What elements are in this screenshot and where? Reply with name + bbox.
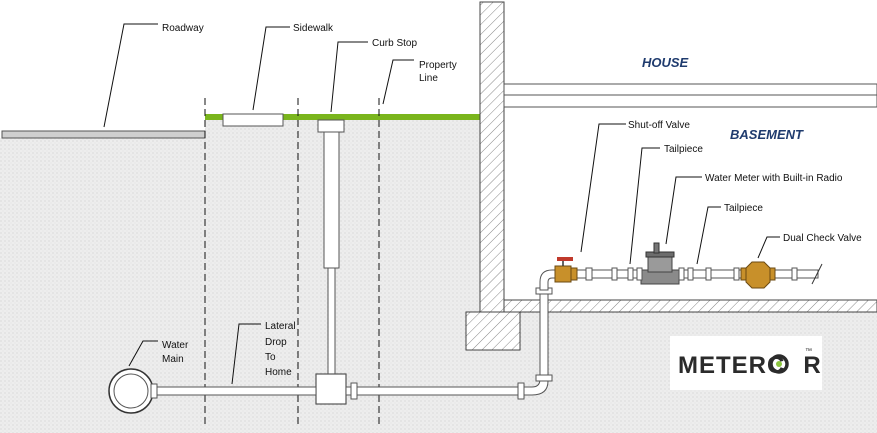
water-meter-radio <box>653 242 660 254</box>
sidewalk-slab <box>222 113 284 127</box>
basement-floor-slab <box>503 299 877 313</box>
roadway-slab <box>1 130 206 139</box>
curb-stop-rod <box>327 267 336 375</box>
pipe-coupling-2 <box>517 382 525 400</box>
tailpiece-1-fitting-b <box>627 267 634 281</box>
tailpiece-1-fitting-a <box>611 267 618 281</box>
pipe-coupling-1 <box>350 382 358 400</box>
house-pipe <box>555 269 819 279</box>
lateral-pipe-left <box>156 386 317 396</box>
tailpiece-2-fitting-b <box>705 267 712 281</box>
curb-box-lid <box>317 119 345 133</box>
riser-pipe <box>539 291 549 377</box>
label-lateral-4: Home <box>265 367 292 378</box>
label-property-line-2: Line <box>419 73 438 84</box>
floor-joist-bottom <box>503 94 877 108</box>
meter-set <box>554 242 823 289</box>
leader-tailpiece-2 <box>696 206 721 265</box>
water-main-inner <box>113 373 149 409</box>
leader-dual-check <box>757 236 780 259</box>
water-main-fitting <box>150 383 158 399</box>
label-dual-check-valve: Dual Check Valve <box>783 233 862 244</box>
valve-nut-1 <box>570 267 578 281</box>
label-shutoff-valve: Shut-off Valve <box>628 120 690 131</box>
house-structure <box>465 1 877 351</box>
label-water-main-1: Water <box>162 340 189 351</box>
elbow-top <box>539 269 557 291</box>
leader-tailpiece-1 <box>629 147 660 265</box>
pipe-break-mark <box>811 263 823 285</box>
logo-box <box>670 336 822 390</box>
label-lateral-3: To <box>265 352 276 363</box>
zone-house: HOUSE <box>642 55 689 70</box>
label-water-main-2: Main <box>162 354 184 365</box>
check-valve-nut-right <box>769 267 776 281</box>
leader-curb-stop <box>330 41 368 113</box>
shutoff-valve-handle <box>557 257 573 261</box>
shutoff-valve-body <box>554 265 572 283</box>
label-tailpiece-2: Tailpiece <box>724 203 763 214</box>
label-sidewalk: Sidewalk <box>293 23 334 34</box>
footing <box>465 311 521 351</box>
label-roadway: Roadway <box>162 23 204 34</box>
logo-o-center <box>776 361 782 367</box>
leader-shutoff-valve <box>580 123 626 253</box>
tailpiece-2-fitting-a <box>687 267 694 281</box>
logo-trademark: ™ <box>805 348 812 355</box>
meter-nut-right <box>678 267 685 281</box>
check-valve-nut-left <box>740 267 747 281</box>
label-tailpiece-1: Tailpiece <box>664 144 703 155</box>
label-water-meter: Water Meter with Built-in Radio <box>705 173 843 184</box>
foundation-wall <box>479 1 505 313</box>
leader-water-meter <box>665 176 702 245</box>
leader-water-main <box>128 340 158 367</box>
floor-joist-top <box>503 83 877 96</box>
curb-stop-valve-body <box>315 373 347 405</box>
riser-coupling-low <box>535 374 553 382</box>
curb-stop-assembly <box>315 119 347 405</box>
labels: Roadway Sidewalk Curb Stop Property Line… <box>162 23 862 378</box>
soil-left <box>0 138 205 433</box>
logo-o-ring <box>769 354 789 374</box>
zone-basement: BASEMENT <box>730 127 804 142</box>
service-line <box>108 269 557 414</box>
valve-nut-2 <box>585 267 593 281</box>
leader-property-line <box>382 59 414 105</box>
grass-strip <box>205 114 480 120</box>
water-meter-register <box>647 255 673 273</box>
leader-lateral <box>231 323 261 385</box>
label-property-line-1: Property <box>419 60 457 71</box>
label-lateral-2: Drop <box>265 337 287 348</box>
curb-box-tube <box>323 131 340 269</box>
label-curb-stop: Curb Stop <box>372 38 417 49</box>
leader-sidewalk <box>252 26 290 111</box>
downstream-fitting <box>791 267 798 281</box>
water-meter-cap <box>645 251 675 258</box>
lateral-pipe-right <box>345 386 522 396</box>
leader-roadway <box>103 23 158 128</box>
tailpiece-2-fitting-c <box>733 267 740 281</box>
dual-check-valve-body <box>745 261 771 289</box>
leader-lines <box>103 23 780 385</box>
meter-nut-left <box>636 267 643 281</box>
label-lateral-1: Lateral <box>265 321 296 332</box>
